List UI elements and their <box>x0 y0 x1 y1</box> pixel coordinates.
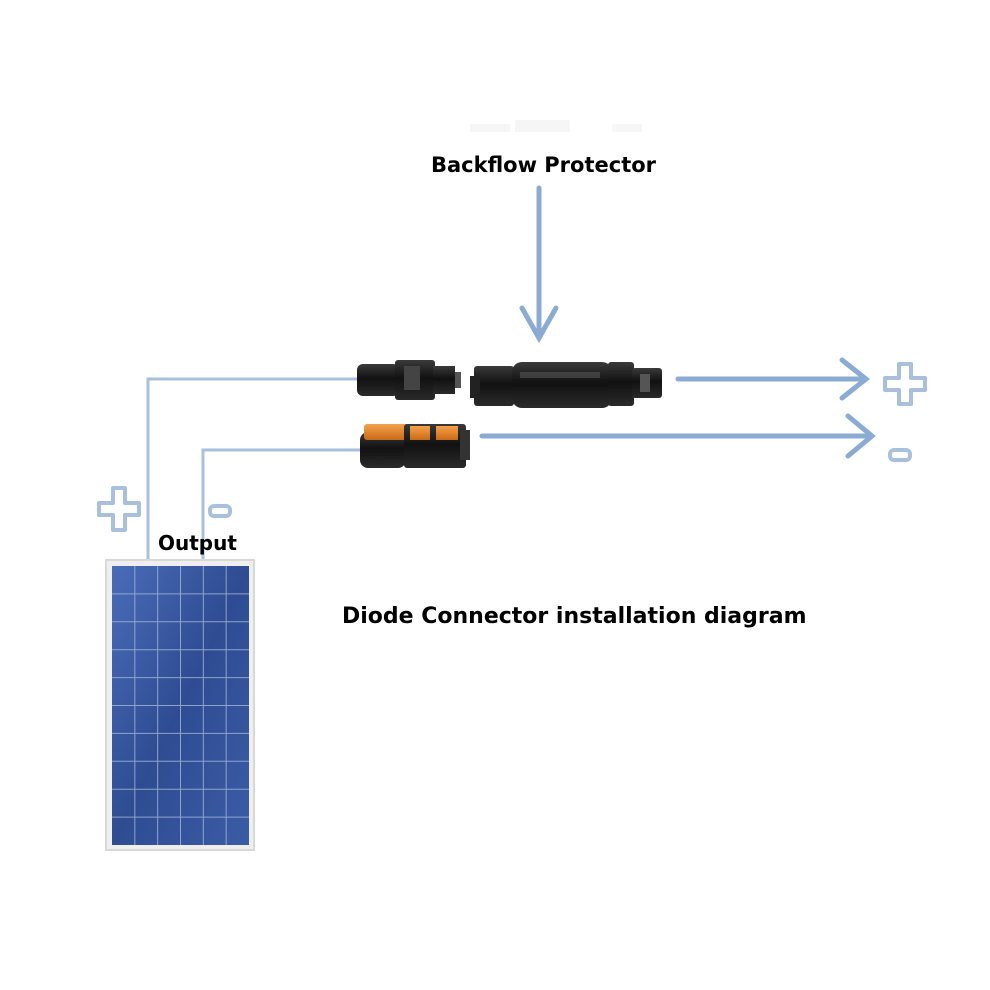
male-mc4-connector <box>357 360 461 400</box>
backflow-protector-label: Backflow Protector <box>431 153 657 177</box>
diagram-caption: Diode Connector installation diagram <box>342 604 807 629</box>
backflow-arrow <box>519 185 559 344</box>
positive-wire <box>146 377 365 560</box>
negative-wire <box>201 448 365 560</box>
positive-output-arrow <box>675 357 871 401</box>
wires <box>146 377 365 560</box>
watermark <box>470 120 642 132</box>
plus-icon-panel <box>97 486 141 532</box>
output-label: Output <box>158 531 237 555</box>
minus-icon-panel <box>208 504 232 518</box>
plus-icon-output <box>883 362 927 406</box>
solar-panel <box>105 559 255 851</box>
negative-output-arrow <box>479 413 876 459</box>
backflow-protector-diode <box>470 362 662 408</box>
minus-icon-output <box>888 448 912 462</box>
female-mc4-connector <box>360 424 470 468</box>
